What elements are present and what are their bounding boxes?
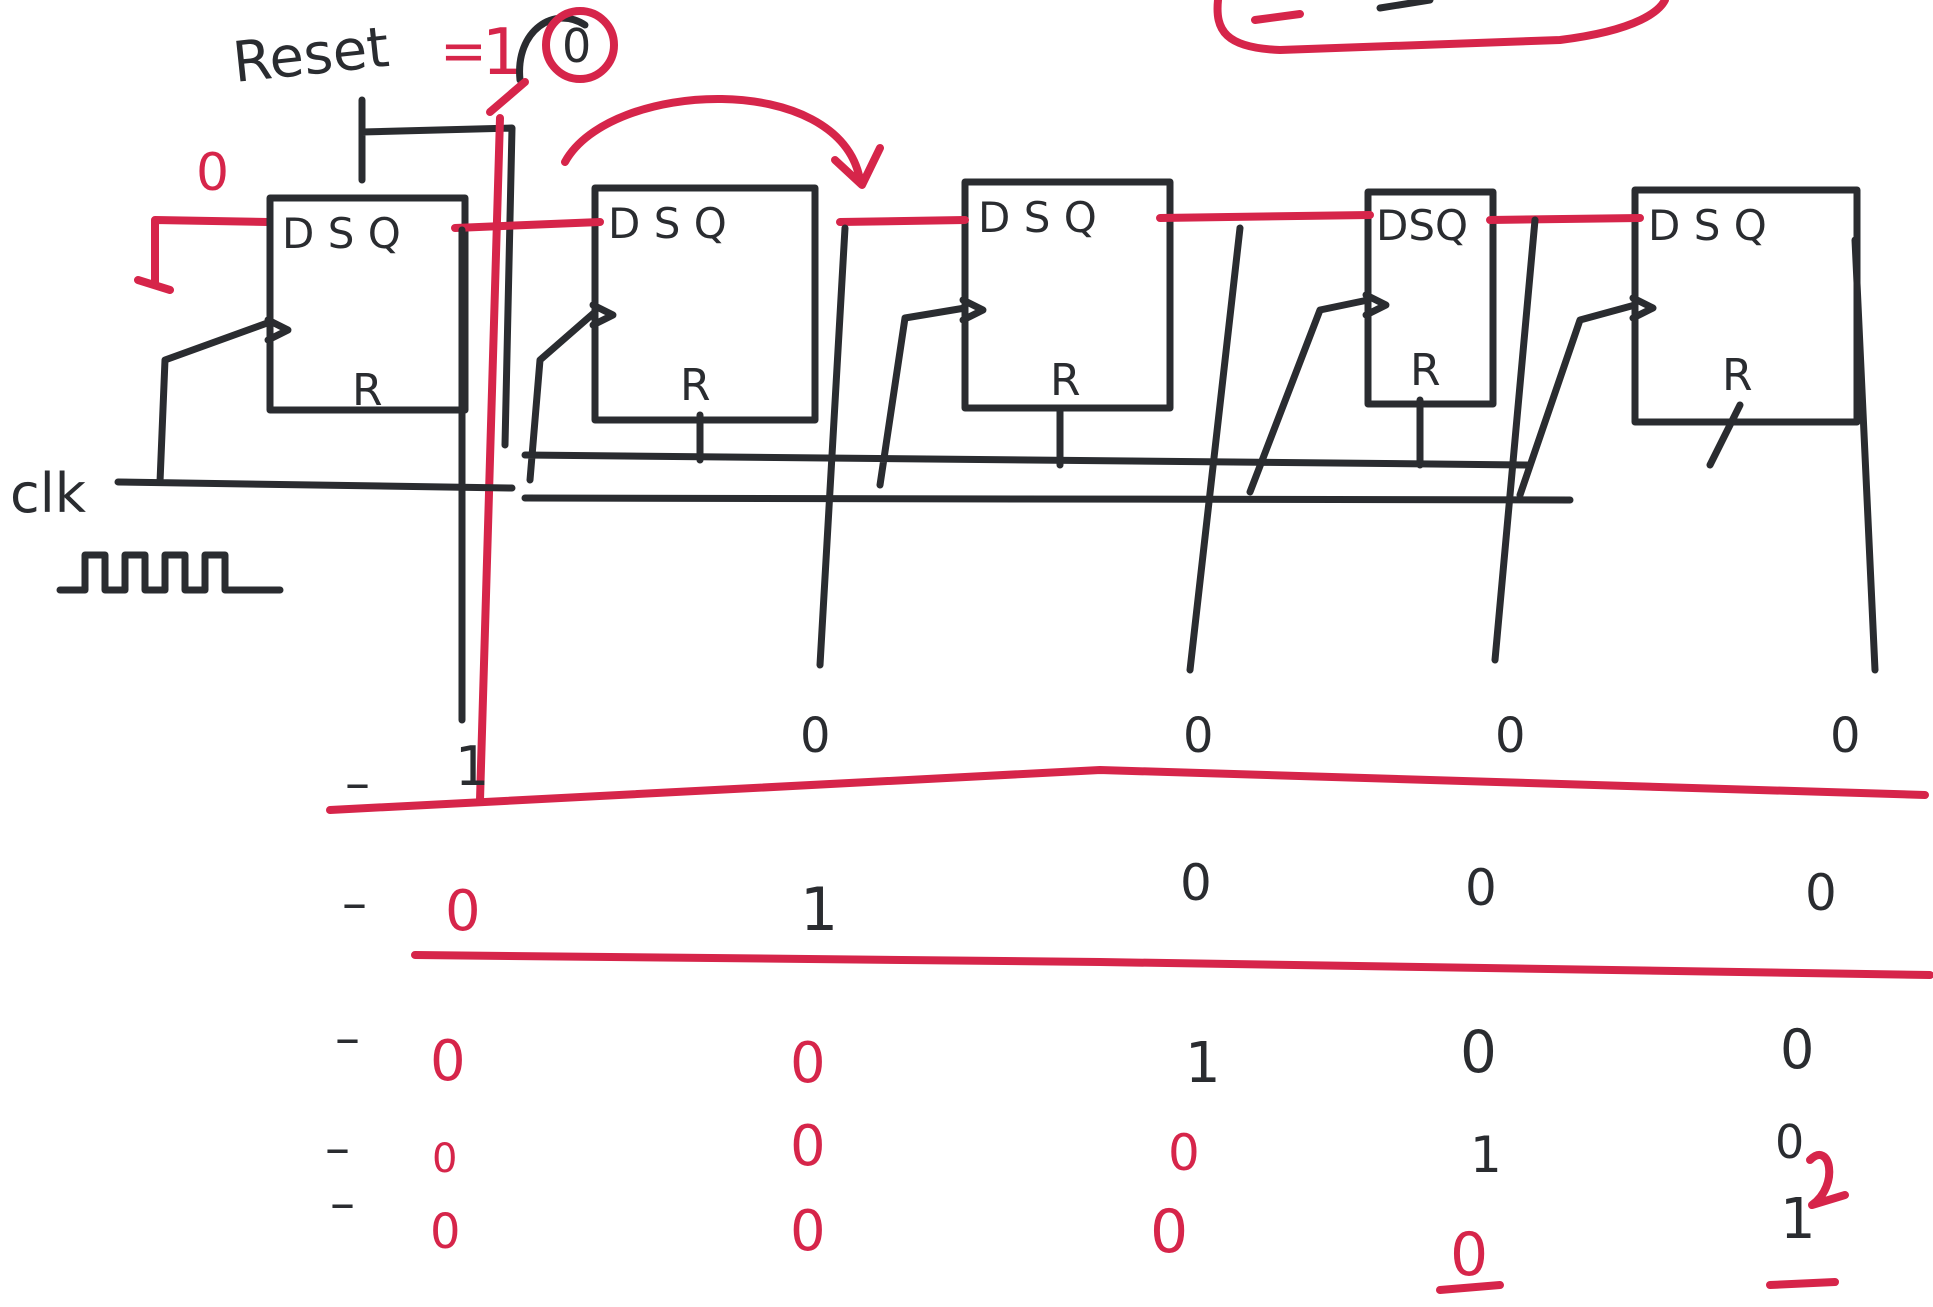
red-box-fragment [1213,0,1669,54]
q-to-d-chain [451,211,1644,232]
cell-2-2: 1 [1185,1031,1221,1096]
cell-4-1: 0 [790,1199,826,1264]
r-bus [696,396,1744,469]
ff1-clock-mark [264,316,292,344]
first-d-value: 0 [196,143,229,203]
ff2-pins: D S Q [608,199,727,248]
cell-4-2: 0 [1150,1197,1188,1267]
cell-3-2: 0 [1168,1124,1200,1182]
cell-0-2: 0 [1183,708,1214,764]
flipflop-5: D S Q R [1629,186,1861,426]
row-0-underline [326,766,1929,814]
ff2-r: R [680,360,711,411]
row-2-marker: – [335,1009,360,1067]
feedback-arrow [561,95,884,189]
ff4-r: R [1410,345,1441,396]
reset-zero-value: 0 [562,19,591,73]
cell-4-3: 0 [1450,1220,1488,1290]
row-4-marker: – [330,1174,355,1232]
cell-2-1: 0 [790,1031,826,1096]
cell-1-2: 0 [1180,854,1212,912]
cell-0-3: 0 [1495,708,1526,764]
ff3-clock-mark [959,296,987,324]
cell-1-0: 0 [445,879,481,944]
cell-1-4: 0 [1805,864,1837,922]
row-1-underline [411,951,1933,979]
flipflop-4: DSQ R [1362,188,1497,408]
ff2-clock-mark [589,301,617,329]
cell-3-3: 1 [1470,1126,1502,1184]
q-outputs [458,216,1879,724]
cell-3-0: 0 [432,1136,457,1182]
row-3-marker: – [325,1119,350,1177]
reset-red-line [476,78,529,804]
reset-to-zero-arrow [516,14,589,84]
black-box-mark [1376,0,1434,12]
row-3-red-arrow [1806,1151,1849,1209]
ff4-clock-mark [1362,291,1390,319]
reset-equals: = [440,19,487,84]
first-d-wire [134,216,272,294]
ff5-pins: D S Q [1648,201,1767,250]
ff1-pins: D S Q [282,209,401,258]
clk-wire [114,296,1639,504]
cell-2-3: 0 [1460,1018,1497,1086]
row-1-marker: – [342,874,367,932]
ff4-pins: DSQ [1376,201,1468,250]
row-0-marker: – [345,754,370,812]
ff1-r: R [352,365,383,416]
cell-1-3: 0 [1465,859,1497,917]
row-4-underline [1436,1278,1839,1294]
flipflop-3: D S Q R [959,178,1174,412]
ff5-r: R [1722,350,1753,401]
flipflop-1: D S Q R [264,194,469,416]
cell-4-0: 0 [430,1204,461,1260]
clk-waveform [56,551,284,594]
flipflop-2: D S Q R [589,184,819,424]
cell-0-4: 0 [1830,708,1861,764]
ff5-clock-mark [1629,294,1657,322]
cell-2-0: 0 [430,1029,466,1094]
cell-4-4: 1 [1780,1187,1816,1252]
reset-zero-circle [542,7,618,83]
reset-value: 1 [482,16,523,90]
cell-0-0: 1 [455,735,489,798]
cell-3-1: 0 [790,1114,826,1179]
cell-0-1: 0 [800,708,831,764]
cell-2-4: 0 [1780,1018,1814,1081]
clk-label: clk [10,462,87,525]
state-table: – – – – – 1 0 0 0 0 0 1 0 0 0 0 0 1 0 0 … [325,708,1933,1294]
ff3-r: R [1050,355,1081,406]
ff3-pins: D S Q [978,193,1097,242]
cell-3-4: 0 [1775,1115,1804,1169]
reset-label: Reset [230,15,392,96]
cell-1-1: 1 [800,875,838,945]
red-box-mark [1251,10,1304,24]
reset-line [358,96,516,449]
